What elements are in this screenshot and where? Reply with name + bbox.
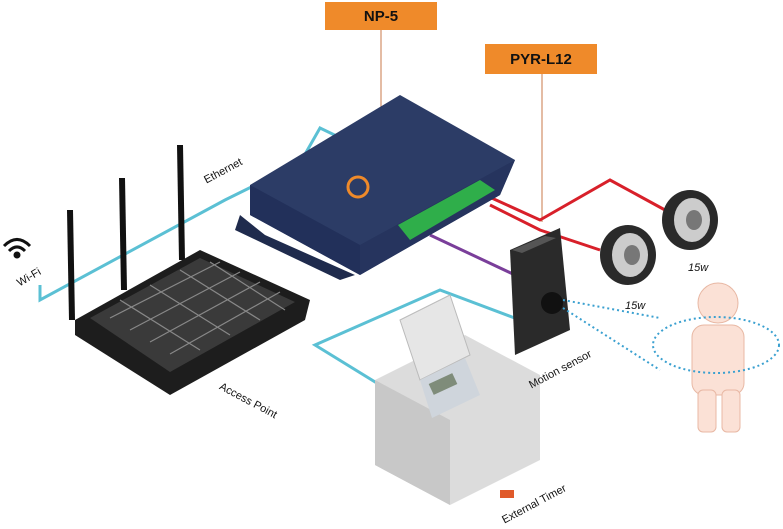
speaker-2-power-label: 15w (688, 262, 709, 274)
wifi-icon (2, 238, 32, 259)
inout-logo (346, 175, 370, 199)
np5-tag: NP-5 (325, 2, 437, 30)
access-point-router (67, 144, 310, 395)
external-timer-device (375, 294, 540, 505)
speaker-cable-2 (489, 203, 601, 252)
speaker-1-power-label: 15w (625, 300, 646, 312)
terminal-block (398, 180, 495, 240)
motion-sensor-device (510, 228, 570, 355)
np5-controller (235, 95, 515, 280)
speaker-right (662, 190, 718, 250)
speaker-cable-1 (484, 178, 666, 222)
person-figure (691, 282, 745, 433)
speaker-left (600, 225, 656, 285)
sensor-cable (429, 233, 516, 277)
timer-cable (311, 288, 521, 387)
detection-zone (562, 299, 780, 374)
pyr-l12-tag: PYR-L12 (485, 44, 597, 74)
